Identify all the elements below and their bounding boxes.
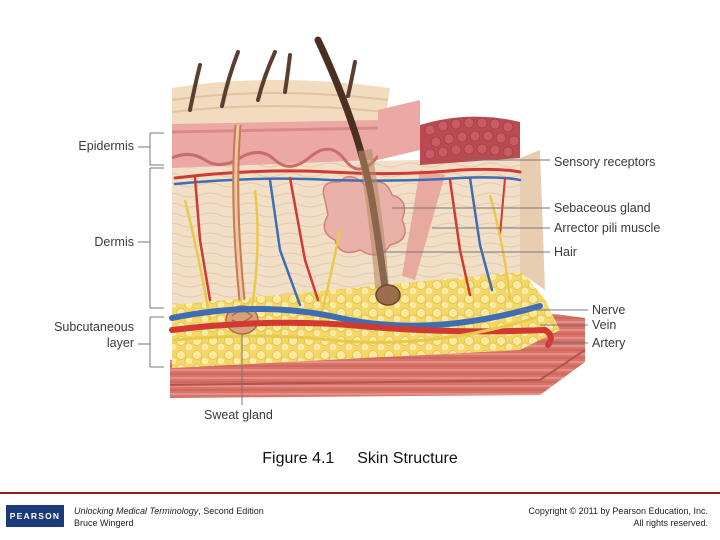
rights-line: All rights reserved.: [633, 518, 708, 528]
skin-structure-diagram: [138, 36, 588, 405]
label-subcutaneous-layer: layer: [106, 336, 134, 350]
dermal-vessels: [173, 167, 522, 307]
figure-caption: Figure 4.1 Skin Structure: [0, 450, 720, 468]
pearson-logo: PEARSON: [6, 505, 64, 527]
book-author: Bruce Wingerd: [74, 518, 134, 528]
footer-rule: [0, 492, 720, 494]
label-nerve: Nerve: [592, 303, 626, 317]
label-epidermis: Epidermis: [78, 139, 134, 153]
label-dermis: Dermis: [94, 235, 134, 249]
label-hair: Hair: [554, 245, 577, 259]
book-edition: , Second Edition: [198, 506, 264, 516]
label-arrector-pili-muscle: Arrector pili muscle: [554, 221, 661, 235]
figure-number: Figure 4.1: [262, 450, 335, 467]
subcutaneous-vessels: [169, 303, 554, 348]
label-sebaceous-gland: Sebaceous gland: [554, 201, 651, 215]
copyright-line: Copyright © 2011 by Pearson Education, I…: [528, 506, 708, 516]
book-title: Unlocking Medical Terminology: [74, 506, 199, 516]
figure-title: Skin Structure: [357, 450, 458, 467]
leader-lines: [138, 132, 588, 405]
hair-follicle: [314, 36, 401, 306]
footer-copyright: Copyright © 2011 by Pearson Education, I…: [528, 505, 708, 529]
label-sensory-receptors: Sensory receptors: [554, 155, 656, 169]
label-subcutaneous: Subcutaneous: [54, 320, 134, 334]
hairs: [188, 50, 357, 112]
label-sweat-gland: Sweat gland: [204, 408, 273, 422]
label-artery: Artery: [592, 336, 626, 350]
footer-book-info: Unlocking Medical Terminology, Second Ed…: [74, 505, 264, 529]
sweat-gland: [225, 124, 259, 335]
label-vein: Vein: [592, 318, 617, 332]
epidermis-layer: [171, 80, 520, 171]
